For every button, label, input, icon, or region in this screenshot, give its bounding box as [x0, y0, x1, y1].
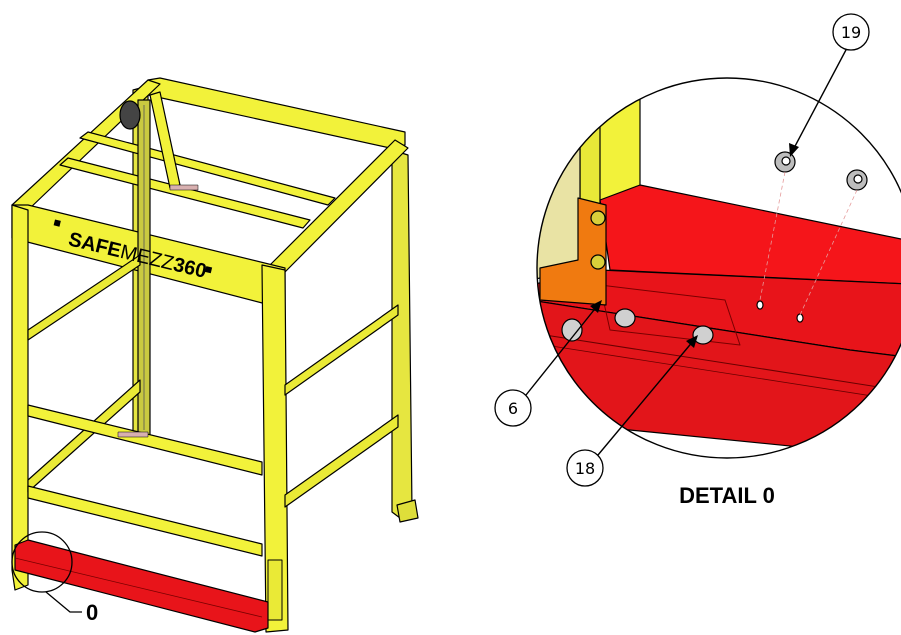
callout-18: 18	[566, 335, 698, 487]
detail-red-beam-lower	[537, 299, 901, 458]
detail-boundary-circle	[536, 77, 901, 459]
svg-text:6: 6	[508, 399, 518, 418]
detail-bolt-2	[614, 308, 636, 328]
detail-view	[537, 78, 901, 458]
callout-19: 19	[789, 13, 870, 157]
detail-nut-19a	[774, 151, 796, 173]
detail-red-beam-top	[599, 184, 901, 286]
detail-marker-leader	[45, 591, 82, 613]
kickplate-beam	[14, 539, 269, 633]
top-crossbar-2	[59, 157, 311, 229]
front-rail-lower	[27, 485, 263, 557]
detail-title: DETAIL 0	[679, 483, 775, 508]
cable-reel	[119, 100, 141, 130]
top-rail-back	[147, 77, 406, 149]
detail-marker-label: 0	[86, 600, 98, 625]
detail-marker-circle	[11, 531, 73, 593]
front-right-post	[261, 264, 289, 633]
svg-text:18: 18	[575, 459, 595, 478]
detail-bolt-3	[692, 325, 714, 345]
right-side-rail-upper	[284, 304, 399, 396]
detail-bolt-1	[561, 318, 583, 342]
front-rail-middle	[27, 404, 263, 476]
back-right-post	[391, 149, 413, 519]
svg-text:19: 19	[841, 23, 861, 42]
frame-assembly	[11, 77, 419, 633]
back-right-foot	[396, 499, 419, 523]
top-rail-right	[269, 139, 409, 273]
callout-6: 6	[494, 300, 602, 427]
front-left-post	[11, 204, 29, 591]
detail-nut-19b	[846, 169, 868, 191]
right-side-rail-lower	[284, 414, 399, 508]
top-crossbar-3	[149, 91, 181, 189]
left-side-rail-upper	[27, 254, 141, 341]
